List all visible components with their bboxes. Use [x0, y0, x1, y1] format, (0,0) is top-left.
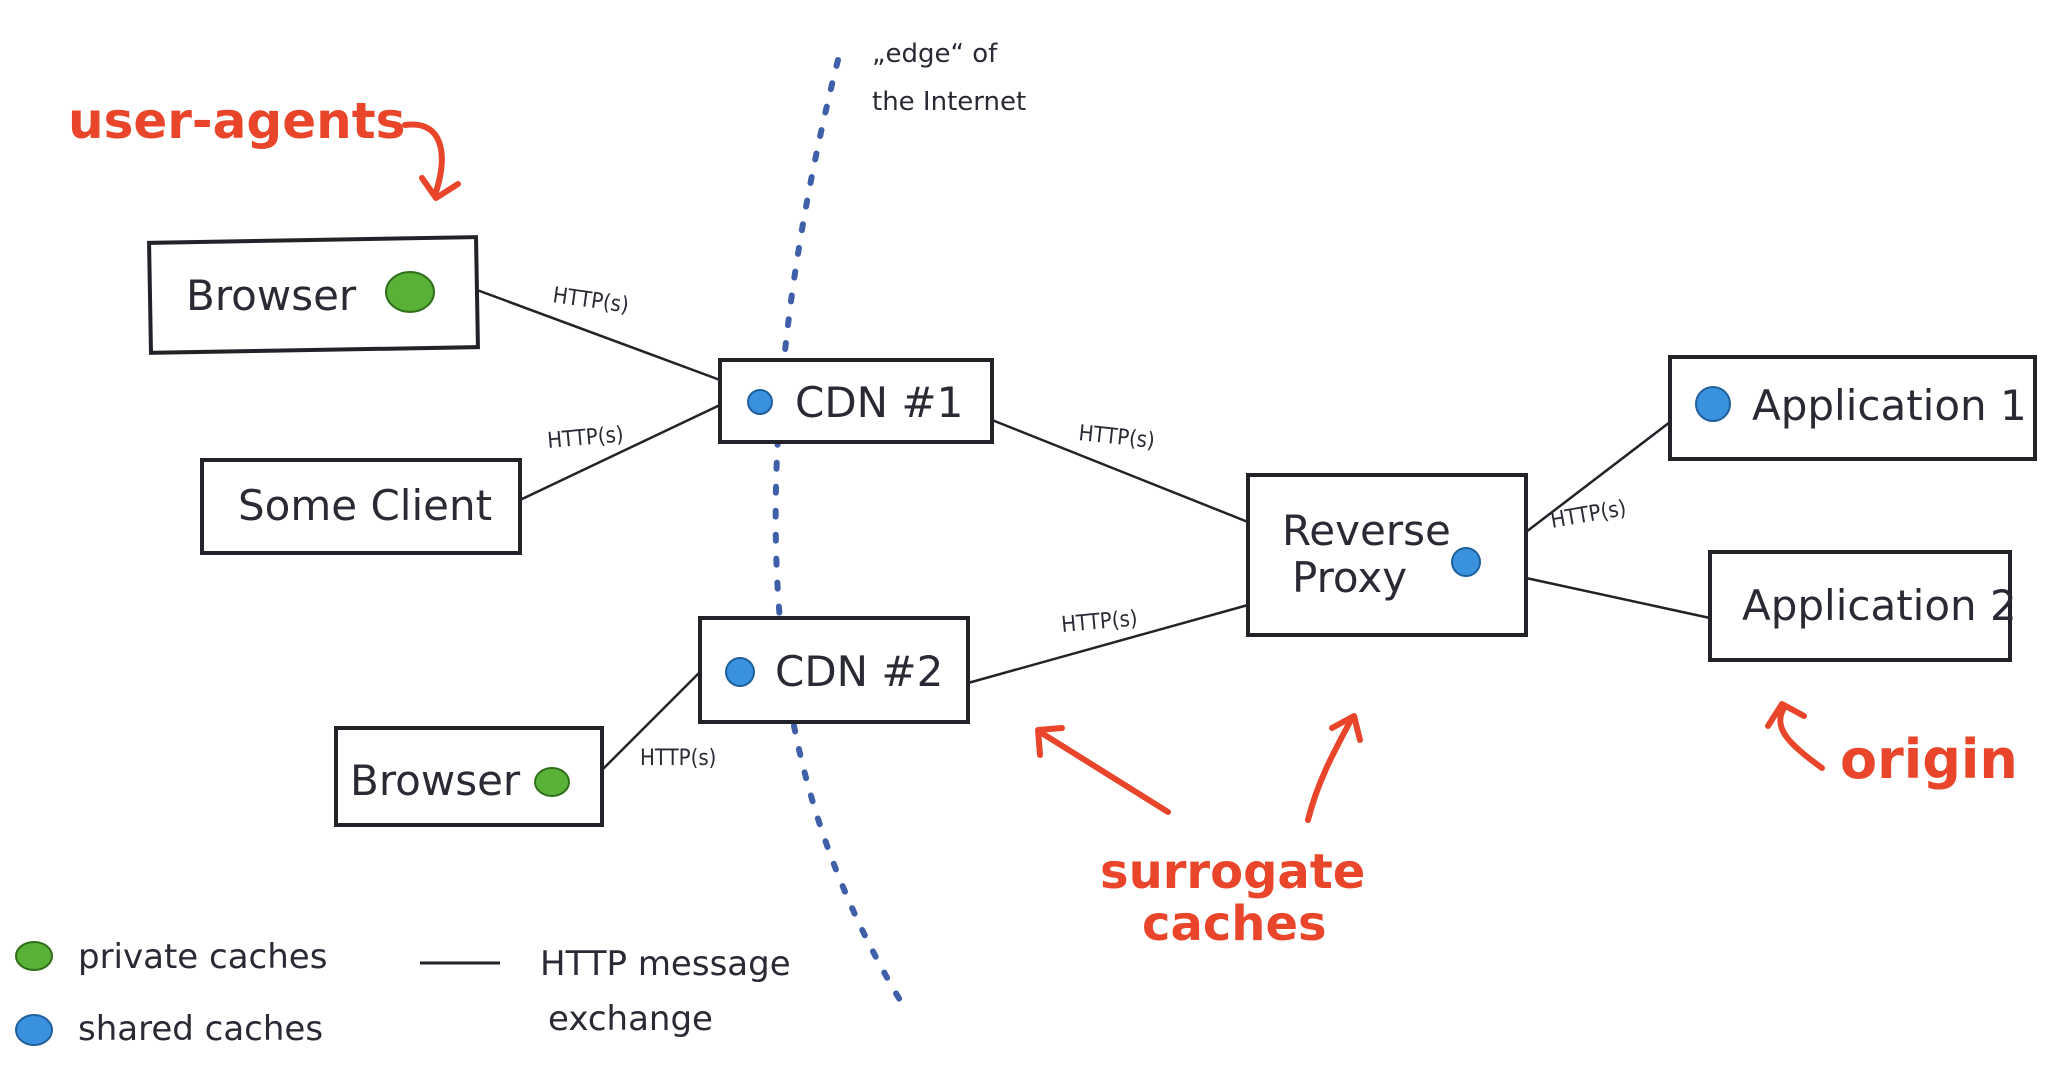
shared-cache-dot — [747, 389, 773, 415]
origin-arrow — [1777, 705, 1825, 771]
surrogate-annotation-line2: caches — [1142, 896, 1327, 952]
user-agents-annotation: user-agents — [68, 92, 405, 150]
cdn-1-node: CDN #1 — [718, 358, 994, 444]
link-cdn2-proxy — [967, 603, 1249, 685]
surrogate-arrow-left — [1037, 729, 1171, 815]
link-browser2-cdn2 — [601, 671, 701, 771]
private-cache-dot — [534, 767, 570, 797]
cdn-1-label: CDN #1 — [795, 378, 963, 427]
browser-1-node: Browser — [147, 235, 480, 355]
reverse-proxy-label-line1: Reverse — [1282, 506, 1451, 555]
edge-note-line1: „edge“ of — [872, 39, 998, 69]
surrogate-annotation-line1: surrogate — [1100, 844, 1365, 900]
shared-cache-dot — [1451, 547, 1481, 577]
surrogate-arrow-right — [1305, 715, 1355, 823]
some-client-node: Some Client — [200, 458, 522, 555]
cdn-2-label: CDN #2 — [775, 647, 943, 696]
reverse-proxy-label-line2: Proxy — [1292, 553, 1407, 602]
link-browser1-cdn1 — [476, 288, 721, 382]
edge-label-cdn2-proxy: HTTP(s) — [1060, 606, 1138, 638]
edge-label-browser1-cdn1: HTTP(s) — [551, 283, 630, 318]
some-client-label: Some Client — [238, 481, 492, 530]
edge-label-client-cdn1: HTTP(s) — [546, 422, 624, 454]
legend-shared-label: shared caches — [78, 1009, 323, 1049]
edge-label-proxy-apps: HTTP(s) — [1549, 496, 1629, 534]
application-2-node: Application 2 — [1708, 550, 2017, 662]
user-agents-arrow — [402, 121, 445, 198]
application-1-label: Application 1 — [1752, 381, 2027, 430]
legend-message-line1: HTTP message — [540, 944, 791, 984]
legend-message-line2: exchange — [548, 999, 713, 1039]
link-client-cdn1 — [519, 403, 721, 502]
browser-2-node: Browser — [334, 726, 604, 827]
legend-private-label: private caches — [78, 937, 327, 977]
cdn-2-node: CDN #2 — [698, 616, 970, 724]
legend: private caches shared caches HTTP messag… — [15, 937, 791, 1049]
origin-arrowhead — [1765, 701, 1807, 729]
link-proxy-app1 — [1525, 421, 1671, 533]
legend-private-dot — [15, 941, 53, 971]
link-proxy-app2 — [1525, 576, 1711, 620]
private-cache-dot — [385, 271, 435, 313]
application-2-label: Application 2 — [1742, 581, 2017, 630]
link-cdn1-proxy — [991, 418, 1249, 524]
origin-annotation: origin — [1840, 728, 2018, 791]
edge-of-internet-line — [772, 57, 903, 1003]
legend-shared-dot — [15, 1014, 53, 1046]
edge-note-line2: the Internet — [872, 87, 1026, 117]
application-1-node: Application 1 — [1668, 355, 2037, 461]
edge-label-cdn1-proxy: HTTP(s) — [1077, 421, 1156, 454]
reverse-proxy-node: Reverse Proxy — [1246, 473, 1528, 637]
browser-2-label: Browser — [350, 756, 521, 805]
shared-cache-dot — [1695, 386, 1731, 422]
surrogate-arrowhead-right — [1329, 713, 1363, 743]
user-agents-arrowhead — [419, 175, 461, 201]
surrogate-arrowhead-left — [1035, 725, 1065, 758]
browser-1-label: Browser — [186, 271, 357, 320]
shared-cache-dot — [725, 657, 755, 687]
edge-label-browser2-cdn2: HTTP(s) — [640, 746, 716, 771]
